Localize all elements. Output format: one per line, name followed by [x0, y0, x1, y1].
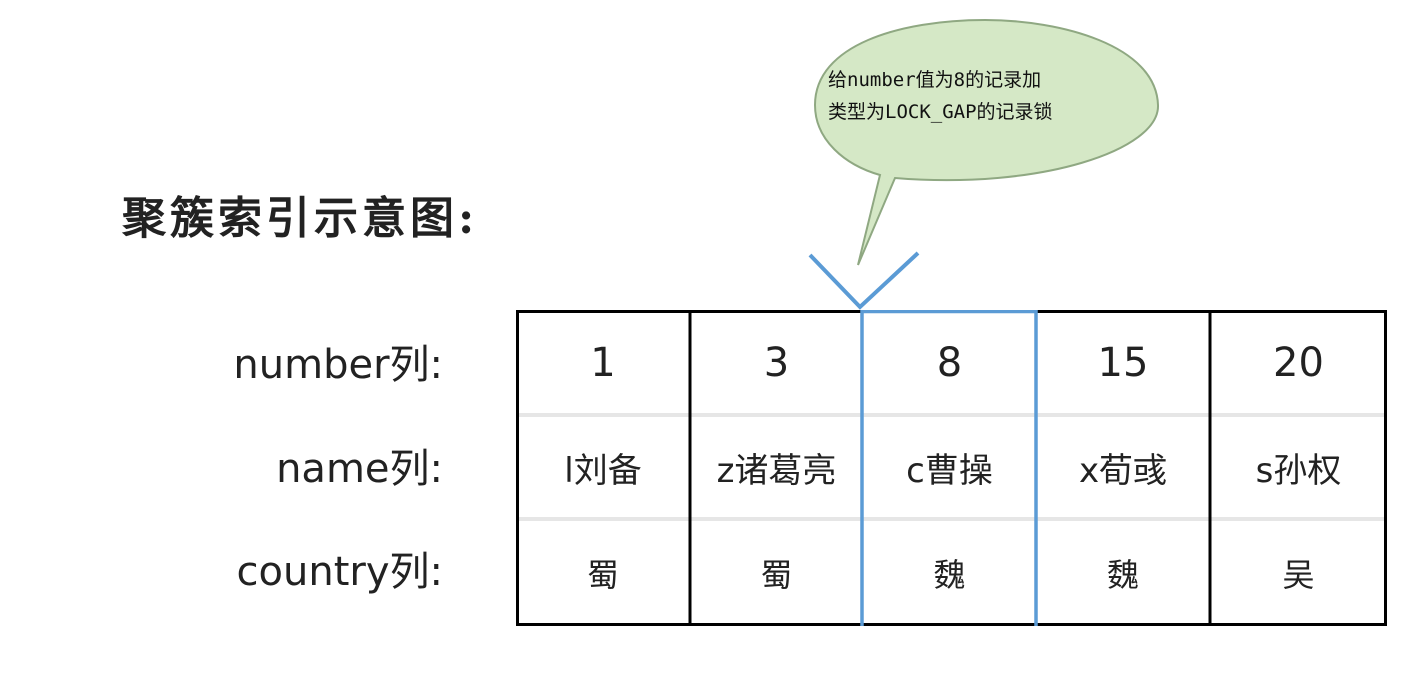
callout-line-1: 给number值为8的记录加: [828, 69, 1042, 91]
country-cell: 魏: [1106, 555, 1139, 594]
row-label-country: country列:: [236, 549, 443, 595]
callout-line-2: 类型为LOCK_GAP的记录锁: [828, 101, 1053, 123]
name-cell: x荀彧: [1078, 450, 1168, 491]
country-cell: 蜀: [760, 555, 793, 594]
country-cell-highlighted: 魏: [933, 555, 966, 594]
speech-bubble-callout: [813, 18, 1160, 266]
diagram-title: 聚簇索引示意图:: [122, 193, 479, 244]
name-cell: l刘备: [564, 450, 642, 491]
callout-text: 给number值为8的记录加 类型为LOCK_GAP的记录锁: [828, 64, 1138, 128]
number-cell-highlighted: 8: [936, 339, 963, 386]
row-label-name: name列:: [276, 446, 443, 492]
table-grid: [516, 310, 1387, 626]
name-cell-highlighted: c曹操: [906, 450, 993, 491]
number-cell: 1: [590, 339, 616, 386]
row-label-number: number列:: [233, 342, 443, 388]
number-cell: 3: [763, 339, 790, 386]
country-cell: 吴: [1282, 555, 1315, 594]
number-cell: 15: [1097, 339, 1149, 386]
locked-record-highlight: [860, 310, 1038, 626]
pointer-arrow: [808, 251, 920, 310]
number-cell: 20: [1273, 339, 1324, 386]
name-cell: s孙权: [1255, 450, 1342, 491]
name-cell: z诸葛亮: [716, 450, 837, 491]
clustered-index-table: 1 l刘备 蜀 3 z诸葛亮 蜀 8 c曹操 魏 15 x荀彧 魏 20 s孙权…: [516, 310, 1387, 626]
country-cell: 蜀: [586, 555, 619, 594]
